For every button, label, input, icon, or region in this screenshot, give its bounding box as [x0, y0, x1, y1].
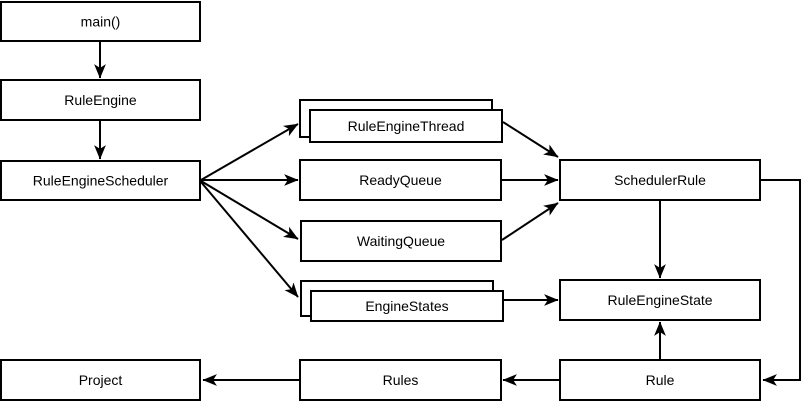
node-rules-label: Rules: [383, 372, 419, 388]
nodes-layer: main()RuleEngineRuleEngineSchedulerRuleE…: [0, 1, 761, 401]
node-rule-engine-scheduler-box: [0, 160, 201, 201]
node-rule-engine-state: RuleEngineState: [559, 279, 761, 321]
node-engine-states-box: [310, 290, 504, 322]
edge-thread-to-schedulerrule: [502, 121, 559, 158]
edge-waitingqueue-to-schedulerrule: [501, 202, 559, 241]
node-main-label: main(): [81, 14, 121, 30]
node-project-label: Project: [79, 372, 123, 388]
node-rule: Rule: [559, 359, 761, 401]
edge-scheduler-to-thread: [200, 123, 299, 181]
node-rule-engine: RuleEngine: [0, 79, 201, 121]
node-ready-queue-box: [299, 159, 502, 201]
node-rule-engine-scheduler-label: RuleEngineScheduler: [33, 173, 169, 189]
edges-layer: [94, 42, 801, 386]
node-rules-box: [299, 359, 502, 401]
node-rule-engine-state-label: RuleEngineState: [607, 292, 712, 308]
node-rule-engine-label: RuleEngine: [64, 92, 137, 108]
edge-scheduler-to-enginestates: [200, 181, 299, 298]
node-engine-states: EngineStates: [300, 280, 504, 322]
node-rules: Rules: [299, 359, 502, 401]
node-rule-engine-thread-label: RuleEngineThread: [348, 118, 465, 134]
edge-schedulerrule-to-rule: [761, 179, 801, 386]
node-waiting-queue: WaitingQueue: [300, 220, 502, 262]
node-rule-engine-scheduler: RuleEngineScheduler: [0, 160, 201, 201]
edge-scheduler-to-waitingqueue: [200, 180, 299, 240]
node-main: main(): [0, 1, 201, 42]
node-rule-label: Rule: [646, 372, 675, 388]
node-waiting-queue-label: WaitingQueue: [357, 233, 445, 249]
node-engine-states-label: EngineStates: [365, 298, 448, 314]
node-rule-engine-thread-box: [309, 109, 503, 143]
node-main-box: [0, 1, 201, 42]
node-rule-box: [559, 359, 761, 401]
node-ready-queue: ReadyQueue: [299, 159, 502, 201]
node-rule-engine-state-box: [559, 279, 761, 321]
node-rule-engine-thread: RuleEngineThread: [299, 99, 503, 143]
node-scheduler-rule: SchedulerRule: [559, 159, 761, 201]
node-scheduler-rule-label: SchedulerRule: [614, 172, 706, 188]
node-ready-queue-label: ReadyQueue: [359, 172, 442, 188]
node-waiting-queue-box: [300, 220, 502, 262]
node-project-box: [0, 359, 201, 401]
node-scheduler-rule-box: [559, 159, 761, 201]
node-rule-engine-box: [0, 79, 201, 121]
node-project: Project: [0, 359, 201, 401]
